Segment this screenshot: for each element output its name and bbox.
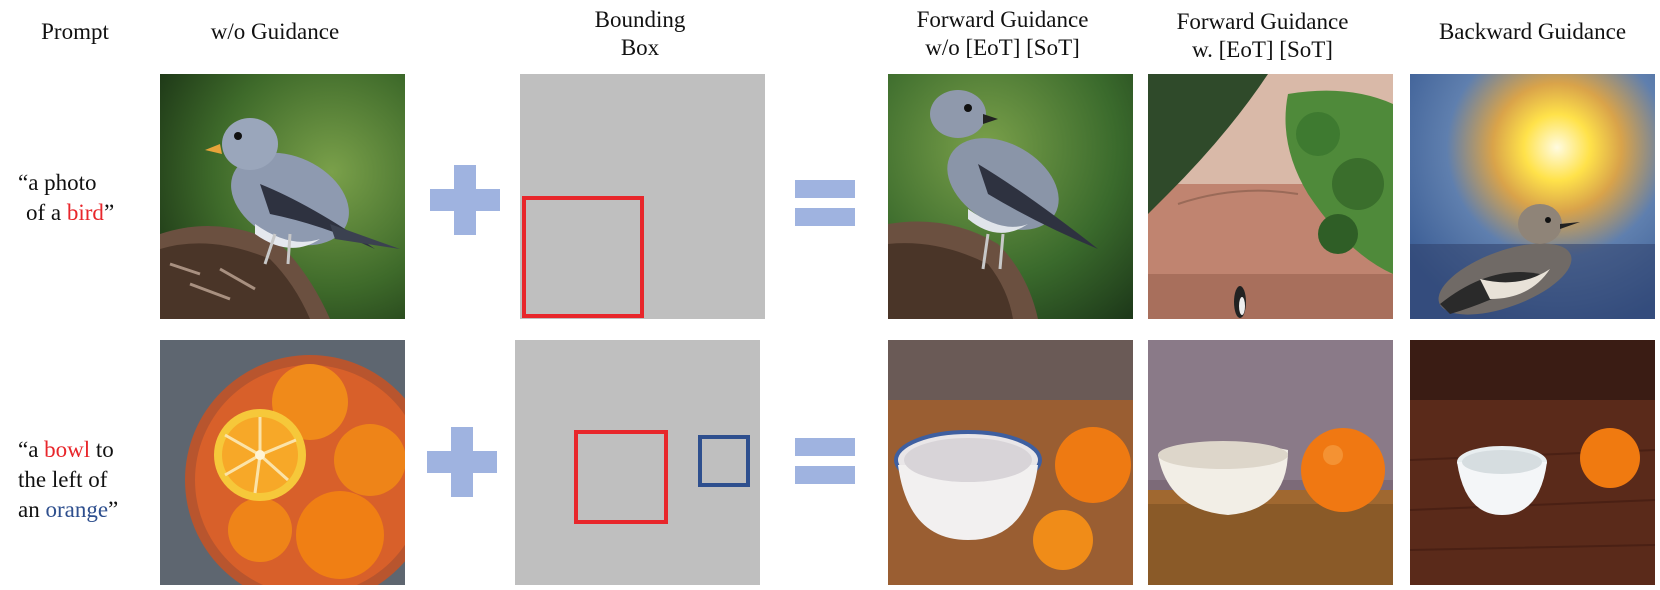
row1-prompt: “a photo of a bird” — [18, 168, 114, 228]
row1-equals-icon — [795, 180, 855, 230]
header-forward-w: Forward Guidance w. [EoT] [SoT] — [1130, 8, 1395, 64]
row1-bounding-box-image — [520, 74, 765, 319]
header-prompt: Prompt — [41, 19, 109, 44]
header-bounding-box-line1: Bounding — [594, 7, 686, 32]
header-forward-wo-line1: Forward Guidance — [916, 7, 1089, 32]
row1-plus-icon — [430, 165, 500, 235]
row2-red-box — [574, 430, 668, 524]
row2-prompt-bowl: bowl — [44, 437, 91, 462]
row1-backward-image — [1410, 74, 1655, 319]
row2-forward-w-image — [1148, 340, 1393, 585]
row2-blue-box — [698, 435, 750, 487]
row2-prompt-an: an — [18, 497, 46, 522]
row2-prompt-to: to — [90, 437, 114, 462]
header-bounding-box: Bounding Box — [510, 6, 770, 62]
row2-forward-wo-image — [888, 340, 1133, 585]
row1-prompt-line1: “a photo — [18, 170, 97, 195]
row2-prompt: “a bowl to the left of an orange” — [18, 435, 118, 525]
header-backward: Backward Guidance — [1438, 19, 1627, 44]
row2-prompt-left-of: the left of — [18, 467, 108, 492]
row1-prompt-of-a: of a — [26, 200, 67, 225]
row1-prompt-close-quote: ” — [103, 200, 115, 225]
header-forward-w-line1: Forward Guidance — [1176, 9, 1349, 34]
row1-prompt-bird: bird — [66, 200, 104, 225]
row1-red-box — [522, 196, 644, 318]
row2-plus-icon — [427, 427, 497, 497]
header-bounding-box-line2: Box — [620, 35, 660, 60]
header-forward-w-line2: w. [EoT] [SoT] — [1192, 37, 1333, 62]
header-forward-wo-line2: w/o [EoT] [SoT] — [925, 35, 1080, 60]
row2-wo-guidance-image — [160, 340, 405, 585]
row2-backward-image — [1410, 340, 1655, 585]
row1-forward-w-image — [1148, 74, 1393, 319]
row2-prompt-a: “a — [18, 437, 45, 462]
header-forward-wo: Forward Guidance w/o [EoT] [SoT] — [870, 6, 1135, 62]
row1-wo-guidance-image — [160, 74, 405, 319]
header-wo-guidance: w/o Guidance — [210, 19, 340, 44]
row2-prompt-close-quote: ” — [108, 497, 119, 522]
row2-prompt-orange: orange — [45, 497, 109, 522]
row2-bounding-box-image — [515, 340, 760, 585]
row2-equals-icon — [795, 438, 855, 488]
row1-forward-wo-image — [888, 74, 1133, 319]
